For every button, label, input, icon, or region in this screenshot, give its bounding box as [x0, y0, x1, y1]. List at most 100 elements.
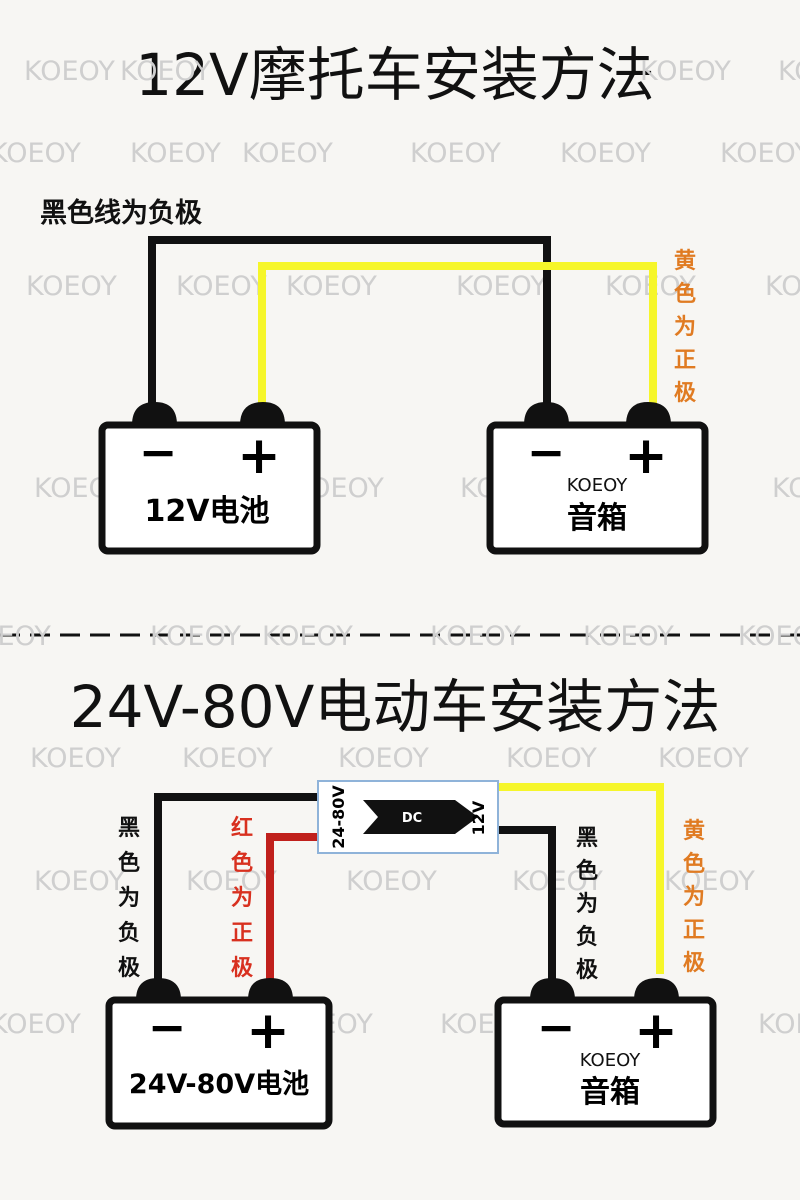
speaker-label: 音箱: [580, 1075, 640, 1110]
watermark: KOEOY: [0, 621, 51, 652]
vertical-label-char: 极: [231, 956, 254, 981]
speaker-box: − + KOEOY 音箱: [494, 978, 717, 1128]
watermark: KOEOY: [120, 56, 211, 87]
watermark: KOEOY: [30, 743, 121, 774]
vertical-label-char: 黑: [118, 816, 140, 841]
watermark: KOEOY: [410, 138, 501, 169]
vertical-label-char: 为: [118, 886, 140, 911]
battery-12v: − + 12V电池: [98, 402, 321, 555]
vertical-label-char: 色: [683, 851, 705, 877]
watermark: KOEOY: [778, 56, 800, 87]
vertical-label-char: 正: [231, 921, 253, 946]
battery-plus-sign: +: [246, 1001, 290, 1061]
vertical-label-char: 极: [674, 381, 697, 406]
watermark: KOEOY: [512, 866, 603, 897]
battery-plus-sign: +: [237, 426, 281, 486]
converter-output-label: 12V: [469, 800, 488, 835]
watermark: KOEOY: [583, 621, 674, 652]
watermark: KOEOY: [130, 138, 221, 169]
vertical-label-char: 红: [231, 815, 253, 841]
yellow-wire-right: [494, 783, 664, 974]
vertical-label-char: 极: [576, 958, 599, 983]
vertical-label-char: 黄: [674, 249, 696, 274]
watermark: KOEOY: [430, 621, 521, 652]
battery-label: 12V电池: [145, 494, 270, 529]
vertical-label-char: 负: [576, 925, 598, 950]
battery-body: [98, 421, 321, 555]
battery-positive-terminal: [248, 978, 293, 1000]
vertical-label-char: 负: [118, 921, 140, 946]
black-wire: [148, 236, 551, 414]
vertical-label-char: 色: [576, 858, 598, 884]
battery-positive-terminal: [240, 402, 285, 425]
vertical-label-char: 极: [118, 956, 141, 981]
vertical-label-char: 色: [674, 281, 696, 307]
watermark: KOEOY: [26, 271, 117, 302]
watermark: KOEOY: [346, 866, 437, 897]
speaker-negative-terminal: [524, 402, 569, 425]
converter-badge: DC: [402, 811, 422, 826]
watermark: KOEOY: [262, 621, 353, 652]
section1-title: 12V摩托车安装方法: [135, 41, 654, 109]
speaker-body: [486, 421, 709, 555]
watermark: KOEOY: [506, 743, 597, 774]
speaker-brand: KOEOY: [567, 475, 629, 496]
yellow-wire: [258, 262, 657, 414]
watermark: KOEOY: [242, 138, 333, 169]
speaker-minus-sign: −: [537, 1000, 576, 1054]
speaker-positive-terminal: [634, 978, 679, 1000]
speaker-brand: KOEOY: [580, 1050, 642, 1071]
vertical-label-char: 为: [231, 886, 253, 911]
speaker-positive-terminal: [626, 402, 671, 425]
battery-label: 24V-80V电池: [129, 1069, 309, 1100]
battery-body: [105, 996, 333, 1130]
vertical-label-char: 色: [231, 850, 253, 876]
vertical-label-char: 为: [576, 892, 598, 917]
converter-arrow-icon: [363, 800, 478, 834]
watermark: KOEOY: [176, 271, 267, 302]
battery-negative-terminal: [132, 402, 177, 425]
watermark: KOEOY: [186, 866, 277, 897]
vertical-label-char: 为: [674, 315, 696, 340]
dc-converter: 24-80V DC 12V: [317, 780, 499, 854]
watermark: KOEOY: [765, 271, 800, 302]
speaker-plus-sign: +: [624, 426, 668, 486]
watermark: KOEOY: [338, 743, 429, 774]
speaker-body: [494, 996, 717, 1128]
vertical-label-char: 极: [683, 951, 706, 976]
watermark: KOEOY: [182, 743, 273, 774]
section2-title: 24V-80V电动车安装方法: [70, 673, 721, 741]
speaker-negative-terminal: [530, 978, 575, 1000]
battery-minus-sign: −: [139, 425, 178, 479]
vertical-label-char: 色: [118, 850, 140, 876]
watermark: KOEOY: [456, 271, 547, 302]
red-wire: [266, 833, 322, 992]
watermark: KOEOY: [0, 1009, 81, 1040]
battery-negative-terminal: [136, 978, 181, 1000]
black-wire-label: 黑色线为负极: [40, 197, 202, 229]
speaker-plus-sign: +: [634, 1001, 678, 1061]
speaker-minus-sign: −: [527, 425, 566, 479]
battery-24-80v: − + 24V-80V电池: [105, 978, 333, 1130]
vertical-label-char: 黄: [683, 819, 705, 844]
watermark: KOEOY: [758, 1009, 800, 1040]
watermark: KOEOY: [150, 621, 241, 652]
speaker-label: 音箱: [567, 501, 627, 536]
watermark: KOEOY: [24, 56, 115, 87]
watermark: KOEOY: [34, 866, 125, 897]
vertical-label-char: 正: [674, 348, 696, 373]
watermark: KOEOY: [658, 743, 749, 774]
black-wire-left: [154, 793, 322, 992]
black-wire-right: [494, 826, 556, 992]
vertical-label-char: 黑: [576, 826, 598, 851]
vertical-label-char: 正: [683, 918, 705, 943]
watermark: KOEOY: [772, 473, 800, 504]
watermark: KOEOY: [738, 621, 800, 652]
watermark: KOEOY: [0, 138, 81, 169]
